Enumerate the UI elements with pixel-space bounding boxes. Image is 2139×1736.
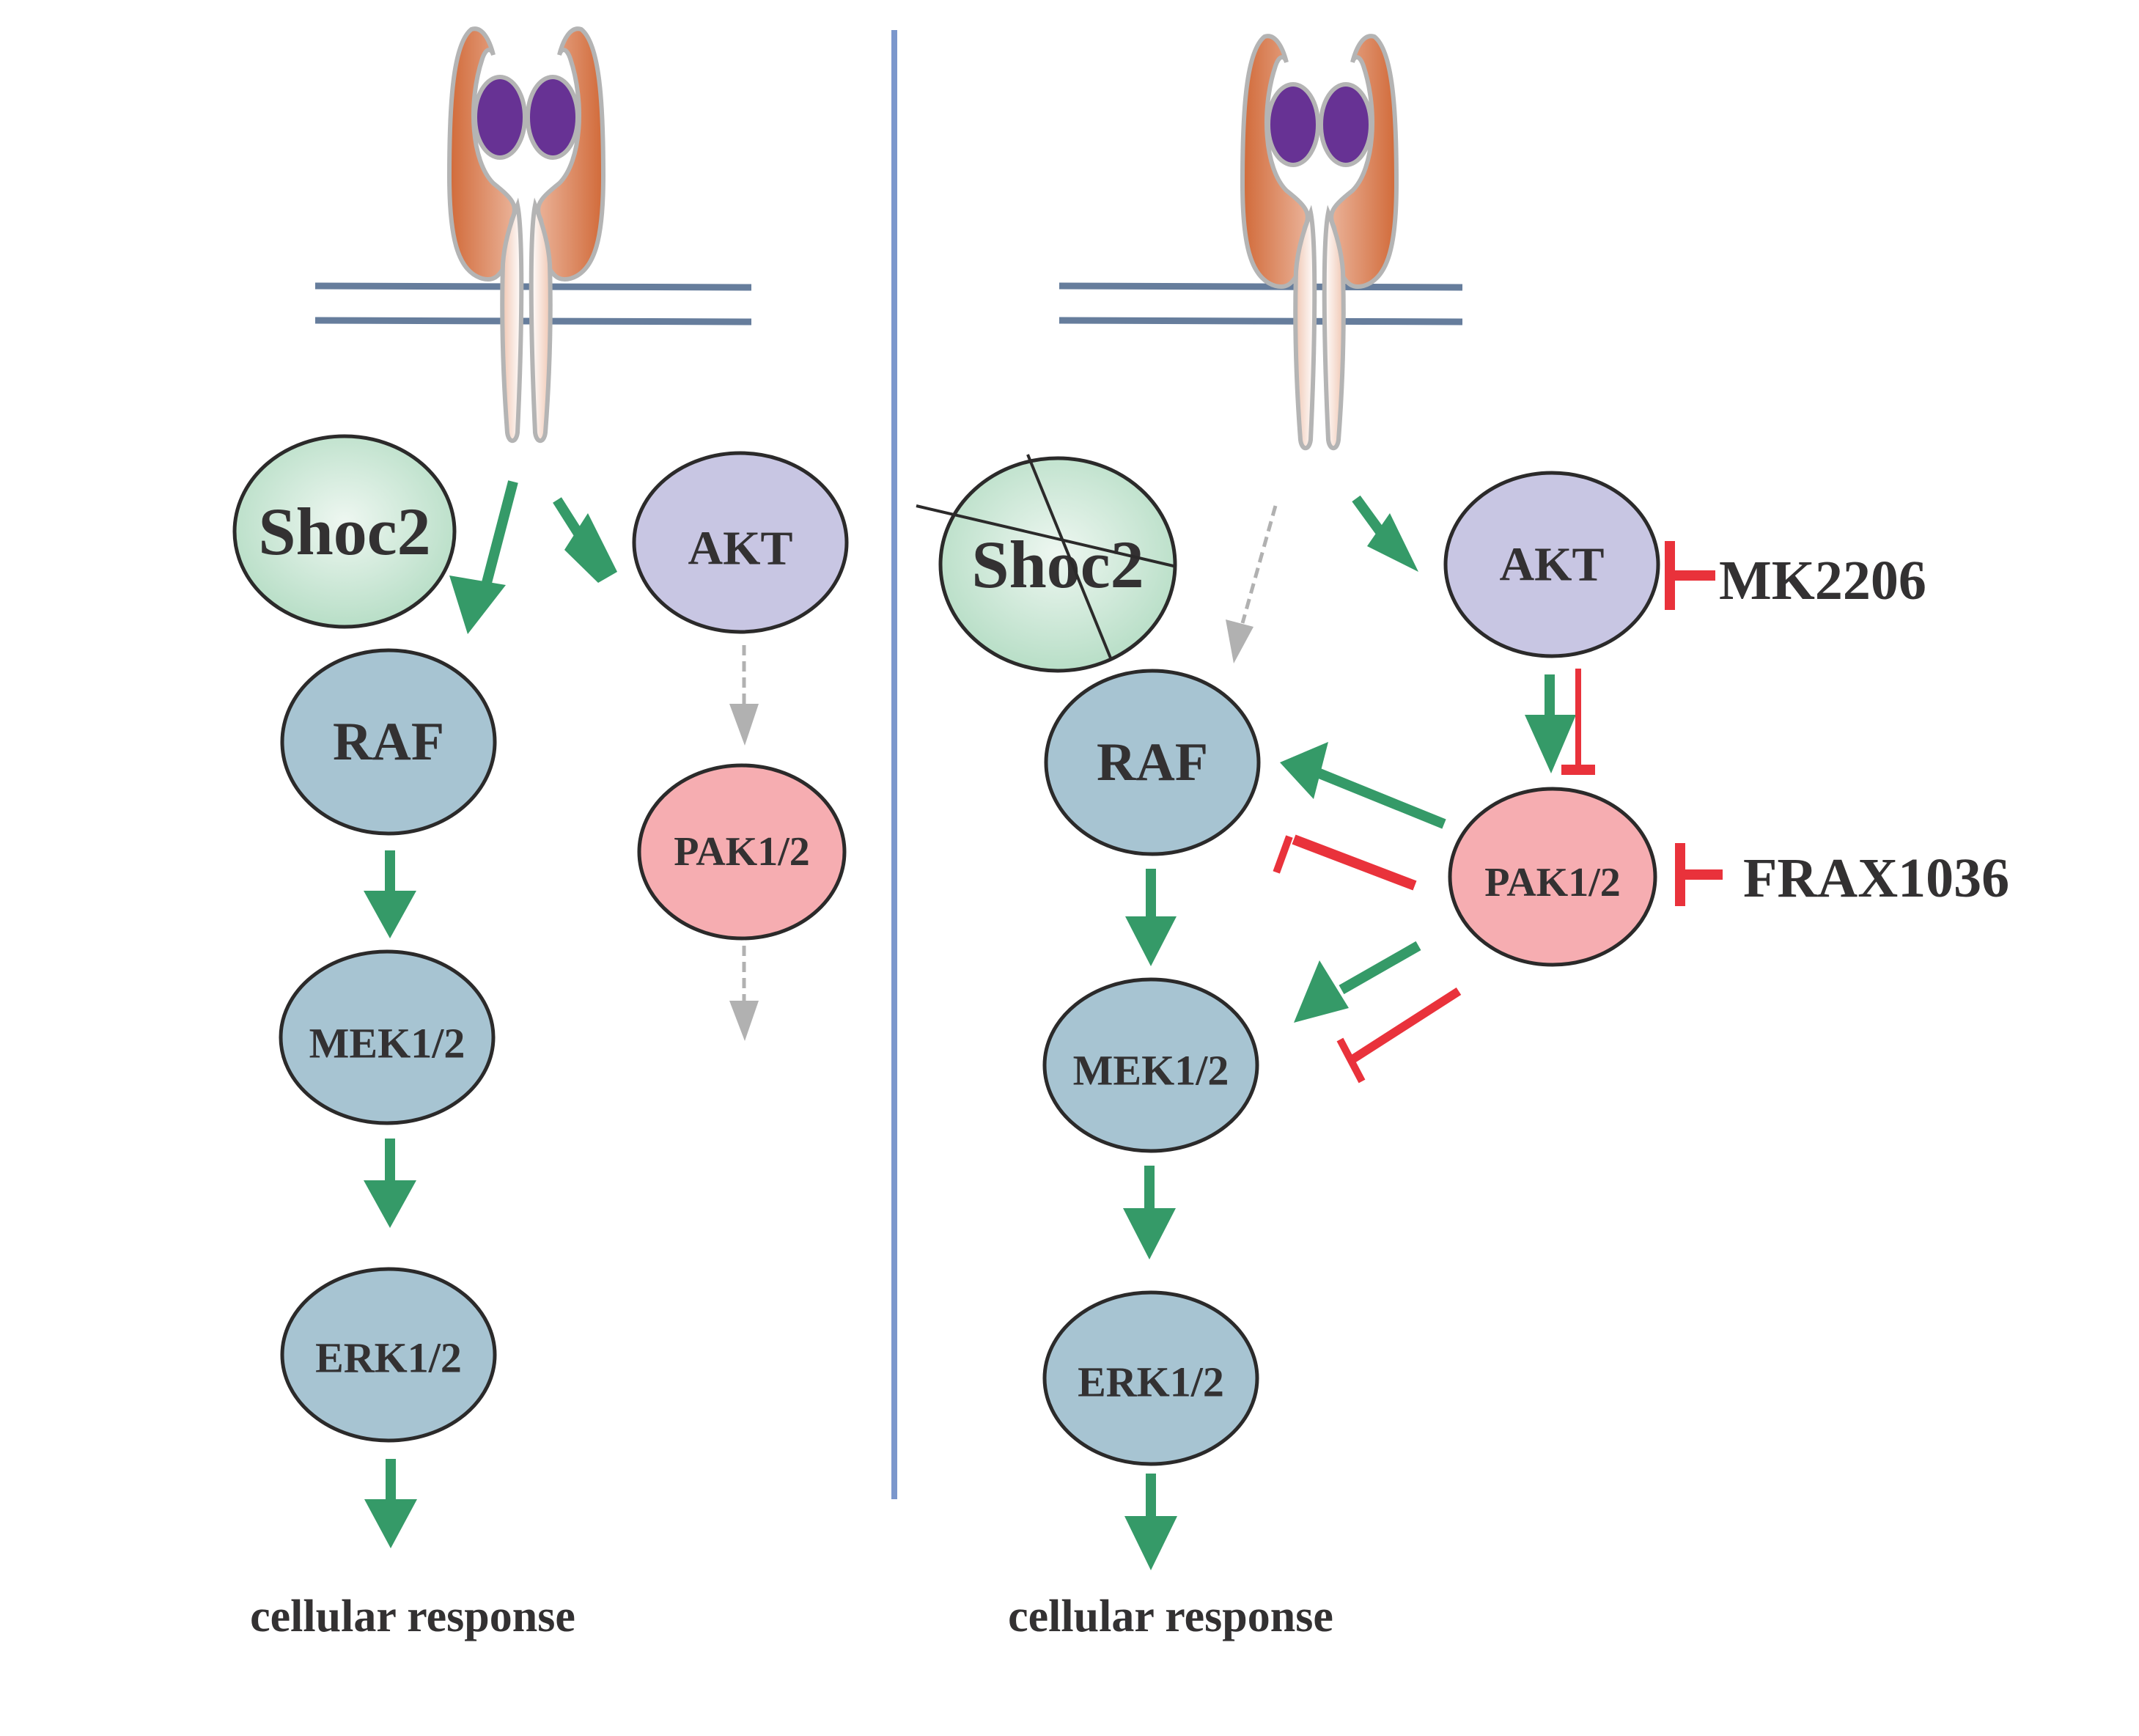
arrow-pak-to-mek [1294, 941, 1421, 1023]
cross-out-mark [916, 504, 1177, 568]
inhibition-pak-to-mek [1336, 987, 1462, 1084]
receptor-icon [449, 29, 603, 441]
inhibition-pak-to-raf [1273, 834, 1417, 891]
cross-out-mark [1026, 454, 1113, 661]
inhibition-akt-to-pak [1561, 669, 1595, 775]
cell-membrane [1059, 282, 1463, 326]
drug-label-mk2206: MK2206 [1719, 550, 1926, 611]
node-pak: PAK1/2 [1448, 787, 1657, 967]
right-panel: Shoc2 AKT RAF PAK1/2 MEK1/2 ERK1/2 [916, 36, 2009, 1641]
arrow-pak-downstream-weak [729, 946, 759, 1041]
node-raf: RAF [280, 648, 497, 836]
arrow-raf-to-mek [364, 850, 416, 938]
node-label: AKT [1499, 538, 1604, 592]
arrow-receptor-to-akt [553, 497, 617, 583]
node-mek: MEK1/2 [279, 949, 496, 1125]
node-shoc2-depleted: Shoc2 [916, 454, 1177, 673]
arrow-akt-to-pak [1525, 674, 1576, 773]
node-mek: MEK1/2 [1042, 977, 1259, 1153]
output-label: cellular response [1008, 1592, 1333, 1641]
node-label: AKT [688, 522, 792, 575]
arrow-receptor-to-akt [1352, 495, 1418, 572]
node-raf: RAF [1044, 669, 1261, 856]
arrow-pak-to-raf [1280, 742, 1446, 829]
node-label: RAF [333, 712, 444, 772]
node-pak: PAK1/2 [637, 763, 847, 941]
node-label: MEK1/2 [1073, 1047, 1229, 1095]
node-label: RAF [1097, 732, 1208, 792]
receptor-icon [1242, 36, 1396, 448]
arrow-akt-to-pak-weak [729, 645, 759, 746]
arrow-erk-to-response [1124, 1474, 1177, 1570]
arrow-receptor-to-raf-weak [1226, 505, 1278, 663]
node-akt: AKT [632, 451, 849, 634]
arrow-mek-to-erk [364, 1139, 416, 1228]
node-akt: AKT [1443, 471, 1660, 658]
arrow-mek-to-erk [1123, 1166, 1176, 1259]
node-erk: ERK1/2 [1042, 1290, 1259, 1466]
node-label: ERK1/2 [1078, 1358, 1224, 1406]
arrow-raf-to-mek [1125, 869, 1177, 966]
left-panel: Shoc2 AKT RAF PAK1/2 MEK1/2 ERK1/2 [232, 29, 849, 1641]
arrow-receptor-to-raf [449, 480, 518, 634]
node-erk: ERK1/2 [280, 1267, 497, 1443]
drug-label-frax1036: FRAX1036 [1743, 847, 2009, 909]
node-label: PAK1/2 [1484, 860, 1621, 905]
node-label: PAK1/2 [674, 829, 810, 875]
node-label: Shoc2 [258, 494, 430, 569]
output-label: cellular response [250, 1592, 575, 1641]
node-label: ERK1/2 [315, 1334, 462, 1382]
node-shoc2: Shoc2 [232, 434, 457, 629]
inhibitor-frax1036: FRAX1036 [1675, 843, 2009, 909]
arrow-erk-to-response [364, 1459, 417, 1548]
node-label: MEK1/2 [309, 1020, 465, 1067]
inhibitor-mk2206: MK2206 [1665, 541, 1926, 611]
